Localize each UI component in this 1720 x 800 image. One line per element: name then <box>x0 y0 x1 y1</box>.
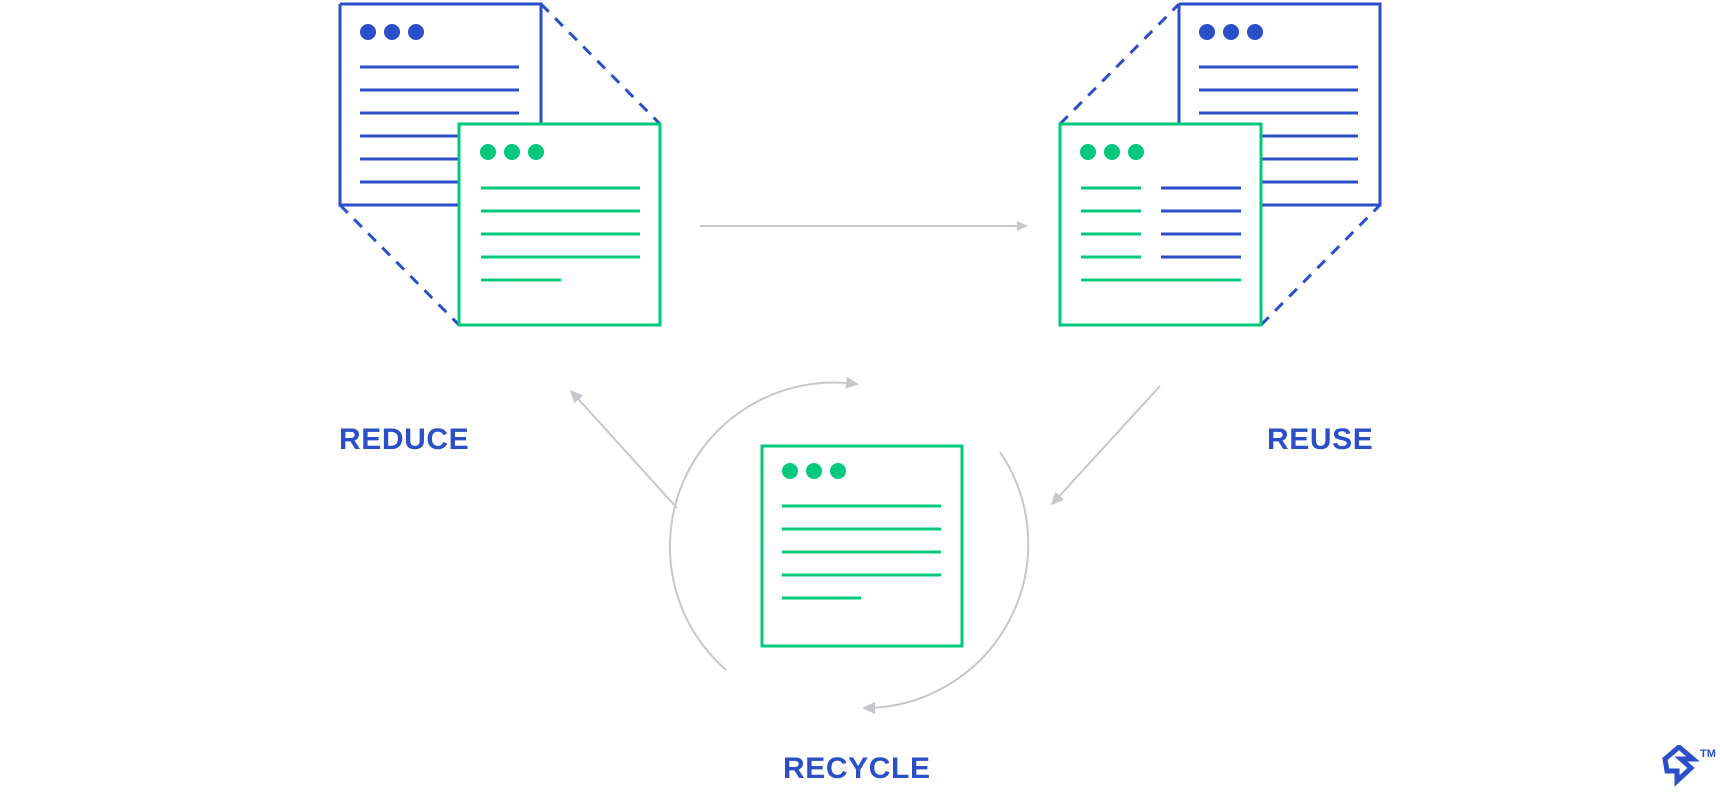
reuse-front-card-dots <box>1080 144 1144 160</box>
reduce-cluster <box>338 2 662 327</box>
reuse-front-card-lines-green <box>1081 186 1241 282</box>
reuse-front-card-green <box>1058 122 1263 327</box>
reuse-front-card-lines-blue <box>1161 186 1241 259</box>
arrow-recycle-to-reduce <box>569 389 678 509</box>
toptal-logo-icon <box>1662 745 1700 787</box>
stage-label-recycle: RECYCLE <box>783 752 931 785</box>
reuse-dashed-connectors <box>1058 2 1382 327</box>
arrow-reuse-to-recycle <box>1050 385 1161 506</box>
reuse-cluster <box>1058 2 1382 327</box>
reuse-back-card-dots <box>1199 24 1263 40</box>
reduce-back-card-blue <box>338 2 543 207</box>
stage-label-reduce: REDUCE <box>339 423 470 456</box>
reduce-back-card-dots <box>360 24 424 40</box>
reduce-front-card-lines <box>481 186 640 282</box>
reduce-back-card-lines <box>360 65 519 184</box>
recycle-card-dots <box>782 463 846 479</box>
reduce-front-card-dots <box>480 144 544 160</box>
trademark-symbol: TM <box>1700 748 1716 760</box>
reduce-dashed-connectors <box>338 2 662 327</box>
arc-arrow-top-right <box>668 376 859 671</box>
arc-arrow-bottom-left <box>862 451 1030 714</box>
flow-arrows <box>569 221 1161 714</box>
reduce-front-card-green <box>457 122 662 327</box>
recycle-card-green <box>760 444 964 648</box>
reuse-back-card-blue <box>1177 2 1382 207</box>
recycle-card-lines <box>782 504 941 600</box>
reuse-back-card-lines <box>1199 65 1358 184</box>
stage-label-reuse: REUSE <box>1267 423 1374 456</box>
